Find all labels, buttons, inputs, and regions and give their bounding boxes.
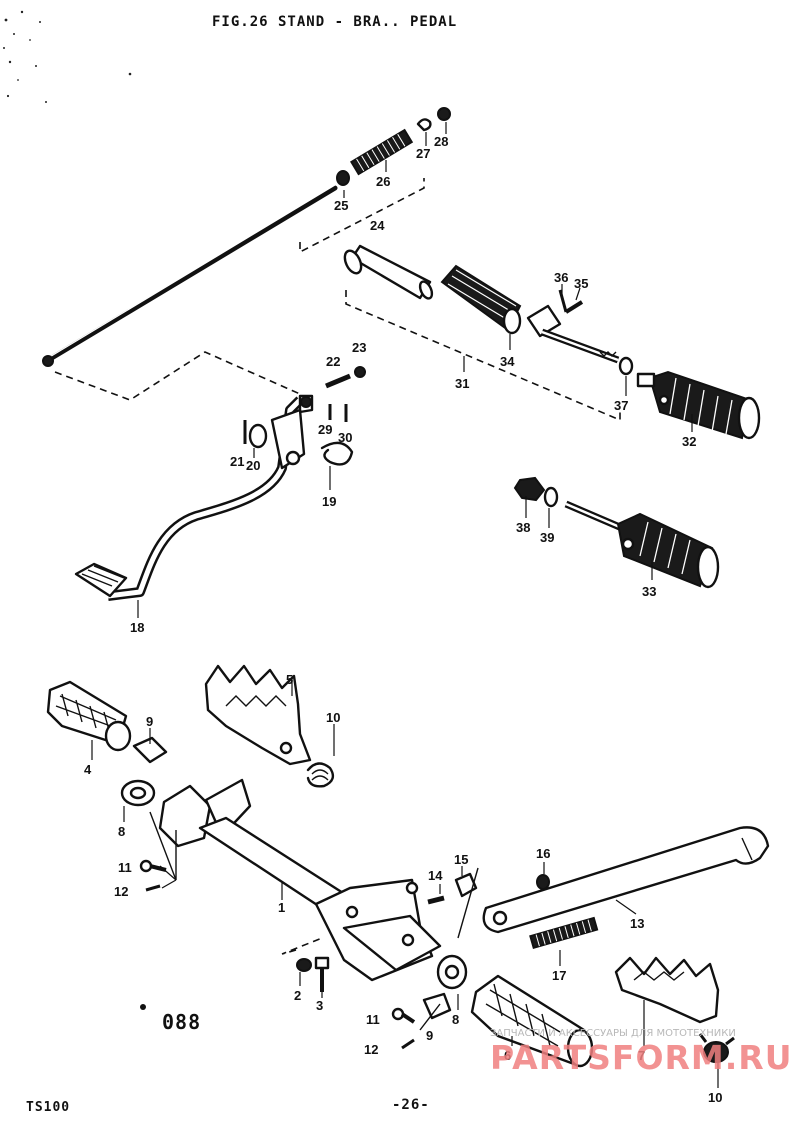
callout-24: 24 (370, 218, 385, 233)
callout-labels: 25 26 27 28 24 36 35 34 31 37 32 22 23 2… (84, 134, 722, 1105)
callout-10-upper: 10 (326, 710, 340, 725)
part-9-washer-upper (132, 736, 168, 764)
callout-12-lower: 12 (364, 1042, 378, 1057)
callout-10-lower: 10 (708, 1090, 722, 1105)
callout-8-upper: 8 (118, 824, 125, 839)
stamp-dot (140, 1004, 146, 1010)
callout-9-upper: 9 (146, 714, 153, 729)
callout-34: 34 (500, 354, 515, 369)
callout-11-lower: 11 (366, 1012, 380, 1027)
callout-25: 25 (334, 198, 348, 213)
callout-6: 6 (504, 1048, 511, 1063)
part-35-clip (564, 300, 584, 314)
part-1-center-stand (149, 778, 442, 982)
part-39-washer (543, 486, 559, 508)
callout-4: 4 (84, 762, 92, 777)
part-2-washer (296, 958, 312, 972)
part-22-bolt (325, 373, 351, 389)
part-27-pin (416, 118, 432, 132)
part-23-nut (354, 366, 366, 378)
part-34-grip (440, 264, 522, 335)
callout-23: 23 (352, 340, 366, 355)
callout-29: 29 (318, 422, 332, 437)
callout-9-lower: 9 (426, 1028, 433, 1043)
callout-36: 36 (554, 270, 568, 285)
callout-14: 14 (428, 868, 443, 883)
part-38-nut (513, 476, 546, 502)
callout-13: 13 (630, 916, 644, 931)
part-18-brake-pedal (74, 394, 314, 601)
rear-footrest-shaft-assembly (343, 244, 761, 440)
callout-27: 27 (416, 146, 430, 161)
part-12-pin-upper (145, 884, 161, 892)
part-26-spring (350, 128, 414, 176)
part-5-bracket (204, 664, 312, 766)
part-11-pin-lower (391, 1007, 416, 1024)
part-12-pin-lower (401, 1038, 415, 1050)
part-7-bracket (614, 956, 720, 1024)
callout-30: 30 (338, 430, 352, 445)
scan-noise (3, 10, 132, 103)
part-11-pin-upper (139, 859, 167, 873)
callout-7: 7 (638, 1048, 645, 1063)
callout-21: 21 (230, 454, 244, 469)
callout-18: 18 (130, 620, 144, 635)
part-37-washer (618, 356, 634, 376)
part-20-washer (248, 423, 268, 449)
callout-15: 15 (454, 852, 468, 867)
callout-3: 3 (316, 998, 323, 1013)
callout-2: 2 (294, 988, 301, 1003)
part-25-nut (336, 170, 350, 186)
part-33-footrest (513, 476, 720, 589)
callout-8-lower: 8 (452, 1012, 459, 1027)
part-13-side-stand (482, 826, 770, 934)
part-32-footrest (636, 370, 761, 440)
callout-32: 32 (682, 434, 696, 449)
leader-lines (91, 122, 719, 1088)
callout-12-upper: 12 (114, 884, 128, 899)
callout-11-upper: 11 (118, 860, 132, 875)
callout-35: 35 (574, 276, 588, 291)
part-14-bolt (427, 895, 445, 905)
callout-39: 39 (540, 530, 554, 545)
part-17-spring (529, 916, 599, 950)
callout-26: 26 (376, 174, 390, 189)
callout-5: 5 (286, 672, 293, 687)
callout-38: 38 (516, 520, 530, 535)
part-10-spring-upper (306, 762, 335, 788)
callout-16: 16 (536, 846, 550, 861)
callout-37: 37 (614, 398, 628, 413)
callout-28: 28 (434, 134, 448, 149)
watermark-brand: PARTSFORM.RU (490, 1038, 793, 1077)
part-9-washer-lower (422, 992, 452, 1020)
model-label: TS100 (26, 1100, 71, 1115)
part-16-nut (536, 874, 550, 890)
part-10-spring-lower (698, 1033, 735, 1063)
part-3-bolt (314, 956, 330, 992)
callout-22: 22 (326, 354, 340, 369)
callout-33: 33 (642, 584, 656, 599)
part-6-footrest (470, 974, 594, 1068)
brake-rod-assembly (42, 107, 451, 401)
callout-1: 1 (278, 900, 285, 915)
page-number: -26- (392, 1097, 430, 1113)
callout-31: 31 (455, 376, 469, 391)
callout-17: 17 (552, 968, 566, 983)
brake-pedal-small-parts (243, 366, 366, 466)
stamp-number: 088 (162, 1010, 202, 1034)
part-4-footrest (46, 680, 132, 752)
part-36-pin (558, 289, 568, 313)
part-28-nut (437, 107, 451, 121)
callout-20: 20 (246, 458, 260, 473)
figure-title: FIG.26 STAND - BRA.. PEDAL (212, 14, 458, 30)
part-19-spring (320, 441, 354, 466)
callout-19: 19 (322, 494, 336, 509)
watermark-tagline: ЗАПЧАСТИ И АКСЕССУАРЫ ДЛЯ МОТОТЕХНИКИ (490, 1028, 736, 1039)
